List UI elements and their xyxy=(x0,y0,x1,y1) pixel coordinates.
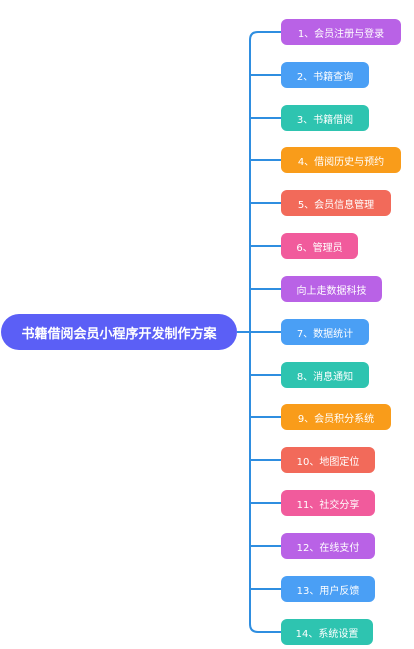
branch-node-label: 8、消息通知 xyxy=(296,371,354,383)
branch-node-12[interactable]: 11、社交分享 xyxy=(281,490,375,516)
branch-node-label: 1、会员注册与登录 xyxy=(297,28,385,40)
branch-node-10[interactable]: 9、会员积分系统 xyxy=(281,404,391,430)
branch-node-label: 10、地图定位 xyxy=(296,456,360,468)
branch-node-3[interactable]: 3、书籍借阅 xyxy=(281,105,369,131)
branch-node-label: 4、借阅历史与预约 xyxy=(297,156,385,168)
root-node[interactable]: 书籍借阅会员小程序开发制作方案 xyxy=(1,314,237,350)
branch-node-label: 3、书籍借阅 xyxy=(296,114,354,126)
branch-node-5[interactable]: 5、会员信息管理 xyxy=(281,190,391,216)
branch-node-label: 2、书籍查询 xyxy=(296,71,354,83)
branch-node-label: 7、数据统计 xyxy=(296,328,354,340)
branch-node-label: 5、会员信息管理 xyxy=(297,199,375,211)
branch-node-9[interactable]: 8、消息通知 xyxy=(281,362,369,388)
branch-node-label: 9、会员积分系统 xyxy=(297,413,375,425)
branch-node-label: 向上走数据科技 xyxy=(296,285,367,297)
branch-node-6[interactable]: 6、管理员 xyxy=(281,233,358,259)
branch-node-11[interactable]: 10、地图定位 xyxy=(281,447,375,473)
branch-node-label: 6、管理员 xyxy=(296,242,343,254)
branch-node-8[interactable]: 7、数据统计 xyxy=(281,319,369,345)
branch-node-label: 13、用户反馈 xyxy=(296,585,360,597)
branch-node-1[interactable]: 1、会员注册与登录 xyxy=(281,19,401,45)
branch-node-label: 11、社交分享 xyxy=(296,499,360,511)
branch-node-15[interactable]: 14、系统设置 xyxy=(281,619,373,645)
branch-node-14[interactable]: 13、用户反馈 xyxy=(281,576,375,602)
root-node-label: 书籍借阅会员小程序开发制作方案 xyxy=(21,326,217,342)
branch-node-7[interactable]: 向上走数据科技 xyxy=(281,276,382,302)
branch-connector xyxy=(249,31,281,41)
branch-node-4[interactable]: 4、借阅历史与预约 xyxy=(281,147,401,173)
branch-node-2[interactable]: 2、书籍查询 xyxy=(281,62,369,88)
branch-node-13[interactable]: 12、在线支付 xyxy=(281,533,375,559)
branch-node-label: 12、在线支付 xyxy=(296,542,360,554)
branch-node-label: 14、系统设置 xyxy=(295,628,359,640)
branch-connector xyxy=(249,623,281,633)
